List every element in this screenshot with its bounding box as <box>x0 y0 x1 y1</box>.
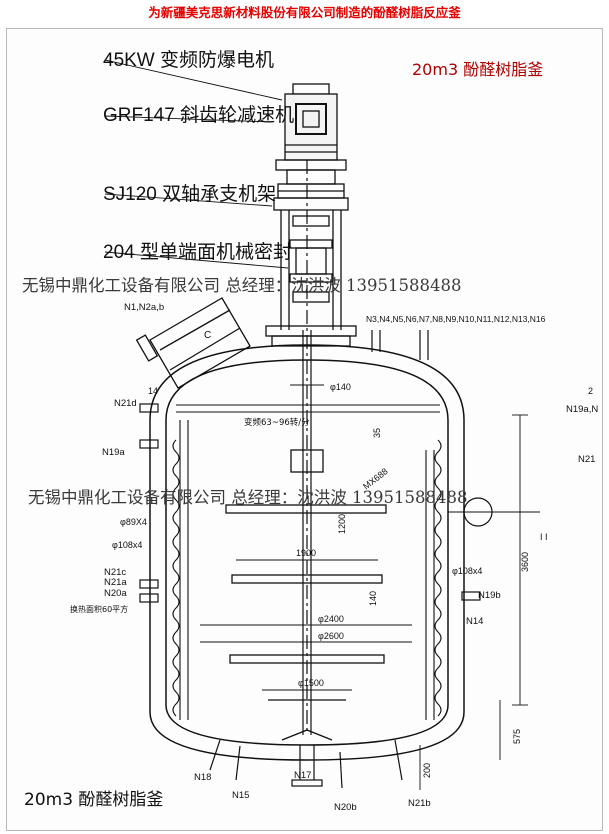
drawing-frame <box>6 28 603 831</box>
dim-d108-left: φ108x4 <box>112 540 142 550</box>
seal-label: 204 型单端面机械密封 <box>103 241 292 263</box>
dim-d2600: φ2600 <box>318 631 344 641</box>
top-nozzles <box>371 330 429 360</box>
nozzle-n21-right: N21 <box>578 454 595 465</box>
vessel-body <box>149 344 465 761</box>
title-bottom-left: 20m3 酚醛树脂釜 <box>24 790 163 810</box>
dim-d1200: 1200 <box>337 514 347 534</box>
coil-left <box>172 420 189 720</box>
inclined-nozzle <box>135 297 251 389</box>
dim-c-mark: C <box>204 330 211 341</box>
dim-heat-area: 换热面积60平方 <box>70 604 128 614</box>
dim-d200: 200 <box>422 763 432 778</box>
side-nozzles <box>139 403 540 603</box>
nozzle-n20a: N20a <box>104 588 127 599</box>
caption-header: 为新疆美克思新材料股份有限公司制造的酚醛树脂反应釜 <box>148 5 461 20</box>
motor-label: 45KW 变频防爆电机 <box>103 49 274 71</box>
nozzle-n17: N17 <box>294 770 311 781</box>
impeller-blades <box>225 449 387 741</box>
coil-right <box>425 439 442 720</box>
watermark-2: 无锡中鼎化工设备有限公司 总经理：沈洪波 13951588488 <box>28 488 467 507</box>
nozzle-n21c: N21c <box>104 567 126 578</box>
dim-d2400: φ2400 <box>318 614 344 624</box>
dim-d575: 575 <box>512 729 522 744</box>
nozzle-n21d: N21d <box>114 398 137 409</box>
nozzle-labels: N1,N2a,b N3,N4,N5,N6,N7,N8,N9,N10,N11,N1… <box>102 302 598 813</box>
nozzle-n19a-right: N19a,N <box>566 404 598 415</box>
dim-section: I I <box>540 532 548 542</box>
watermark-1: 无锡中鼎化工设备有限公司 总经理：沈洪波 13951588488 <box>22 276 461 295</box>
nozzle-n20b: N20b <box>334 802 357 813</box>
nozzle-n19b: N19b <box>478 590 501 601</box>
dim-d2: 2 <box>588 386 593 396</box>
dim-d140: φ140 <box>330 382 351 392</box>
agitator-shaft <box>302 160 312 735</box>
dim-d140v: 140 <box>368 591 378 606</box>
component-labels: 45KW 变频防爆电机 GRF147 斜齿轮减速机 SJ120 双轴承支机架 2… <box>103 49 294 263</box>
drive-assembly <box>265 83 357 347</box>
nozzle-n1n2: N1,N2a,b <box>124 302 164 313</box>
reducer-label: GRF147 斜齿轮减速机 <box>103 104 294 126</box>
dimension-lines <box>104 59 528 790</box>
dim-d1900: 1900 <box>296 548 316 558</box>
dim-d1500: φ1500 <box>298 678 324 688</box>
nozzle-n19a: N19a <box>102 447 125 458</box>
dim-d89: φ89X4 <box>120 517 147 527</box>
bottom-nozzles <box>209 739 403 789</box>
nozzle-n21b: N21b <box>408 798 431 809</box>
dim-d14: 14 <box>148 386 158 396</box>
dim-d108-right: φ108x4 <box>452 566 482 576</box>
nozzle-n18: N18 <box>194 772 211 783</box>
nozzle-n21a: N21a <box>104 577 127 588</box>
nozzle-n15: N15 <box>232 790 249 801</box>
dimension-labels: φ140 变频63~96转/分 φ89X4 φ108x4 φ108x4 1900… <box>70 330 593 778</box>
nozzle-n14: N14 <box>466 616 483 627</box>
dim-speed: 变频63~96转/分 <box>244 417 310 428</box>
dim-d35: 35 <box>372 428 382 438</box>
nozzle-top-row: N3,N4,N5,N6,N7,N8,N9,N10,N11,N12,N13,N16 <box>366 314 546 324</box>
dim-d3600: 3600 <box>520 552 530 572</box>
title-top-right: 20m3 酚醛树脂釜 <box>412 60 543 79</box>
frame-label: SJ120 双轴承支机架 <box>103 183 276 205</box>
